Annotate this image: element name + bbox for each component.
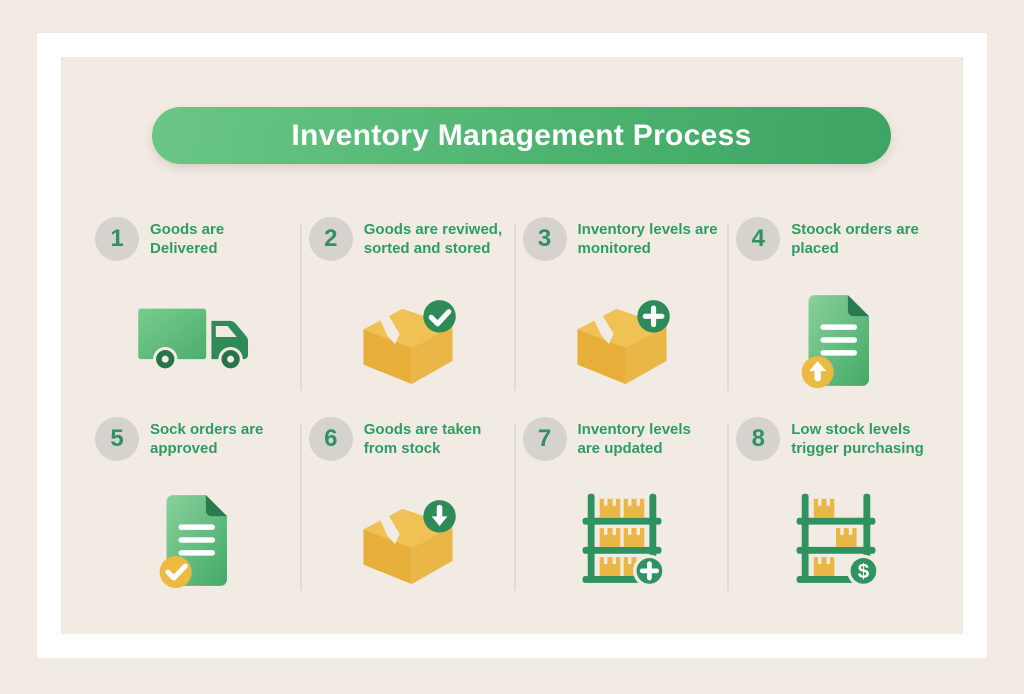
step-5-number: 5: [110, 425, 124, 452]
step-2-label: Goods are reviwed, sorted and stored: [364, 220, 502, 259]
step-3-label-line1: Inventory levels are: [577, 220, 718, 238]
step-5-number-badge: 5: [95, 417, 139, 461]
step-7-label-line2: are updated: [577, 440, 663, 457]
step-7: 7 Inventory levels are updated: [513, 417, 728, 601]
step-3-number: 3: [537, 225, 552, 252]
step-3-label-line2: monitored: [577, 240, 651, 257]
step-1-label-line2: Delivered: [150, 240, 218, 257]
step-3-label: Inventory levels are monitored: [578, 220, 718, 259]
step-3-header: 3 Inventory levels are monitored: [522, 217, 722, 261]
step-2-header: 2 Goods are reviwed, sorted and stored: [308, 217, 508, 261]
title-banner: Inventory Management Process: [152, 107, 891, 164]
step-3-number-badge: 3: [522, 217, 567, 261]
document-upload-icon: [736, 279, 935, 401]
step-6: 6 Goods are taken from stock: [299, 417, 514, 601]
box-plus-icon: [523, 279, 722, 401]
step-2-number-badge: 2: [308, 217, 353, 261]
step-6-label-line2: from stock: [363, 440, 441, 457]
step-8-label: Low stock levels trigger purchasing: [791, 420, 924, 459]
step-6-number: 6: [324, 425, 338, 452]
step-5-label-line2: approved: [150, 440, 218, 457]
step-1-number-badge: 1: [95, 217, 139, 261]
step-1-label-line1: Goods are: [150, 220, 225, 238]
white-frame: Inventory Management Process 1 Goods are…: [37, 33, 987, 658]
page-title: Inventory Management Process: [291, 118, 752, 152]
delivery-truck-icon: [95, 279, 294, 401]
step-5: 5 Sock orders are approved: [86, 417, 300, 601]
step-8-header: 8 Low stock levels trigger purchasing: [736, 417, 935, 461]
step-1-number: 1: [110, 225, 124, 252]
rack-add-icon: [523, 479, 722, 601]
box-check-icon: [309, 279, 508, 401]
step-4: 4 Stoock orders are placed: [727, 217, 941, 401]
step-1-label: Goods are Delivered: [150, 220, 224, 259]
step-5-label-line1: Sock orders are: [150, 420, 264, 438]
step-8-label-line2: trigger purchasing: [791, 440, 924, 457]
step-6-label-line1: Goods are taken: [363, 420, 482, 438]
dollar-glyph: $: [857, 560, 869, 583]
infographic-canvas: Inventory Management Process 1 Goods are…: [61, 57, 963, 634]
step-4-label-line2: placed: [791, 240, 839, 257]
step-8-label-line1: Low stock levels: [791, 420, 911, 438]
process-steps-grid: 1 Goods are Delivered: [86, 217, 941, 601]
step-4-header: 4 Stoock orders are placed: [736, 217, 935, 261]
step-7-header: 7 Inventory levels are updated: [522, 417, 722, 461]
step-7-number-badge: 7: [522, 417, 567, 461]
step-2-number: 2: [324, 225, 338, 252]
document-approved-icon: [95, 479, 294, 601]
step-8-number: 8: [751, 425, 765, 452]
step-4-label: Stoock orders are placed: [791, 220, 919, 259]
step-1: 1 Goods are Delivered: [86, 217, 300, 401]
step-4-number-badge: 4: [736, 217, 781, 261]
step-4-label-line1: Stoock orders are: [791, 220, 919, 238]
step-6-label: Goods are taken from stock: [364, 420, 482, 459]
step-1-header: 1 Goods are Delivered: [95, 217, 294, 261]
step-2-label-line2: sorted and stored: [363, 240, 491, 257]
step-6-header: 6 Goods are taken from stock: [308, 417, 508, 461]
step-2-label-line1: Goods are reviwed,: [363, 220, 503, 238]
box-withdraw-icon: [309, 479, 508, 601]
step-5-header: 5 Sock orders are approved: [95, 417, 294, 461]
step-5-label: Sock orders are approved: [150, 420, 263, 459]
rack-dollar-icon: $: [736, 479, 935, 601]
step-3: 3 Inventory levels are monitored: [513, 217, 728, 401]
step-7-number: 7: [537, 425, 552, 452]
step-6-number-badge: 6: [308, 417, 353, 461]
step-4-number: 4: [751, 225, 765, 252]
step-7-label-line1: Inventory levels: [577, 420, 691, 438]
step-8: 8 Low stock levels trigger purchasing: [727, 417, 941, 601]
step-2: 2 Goods are reviwed, sorted and stored: [299, 217, 514, 401]
step-7-label: Inventory levels are updated: [578, 420, 691, 459]
step-8-number-badge: 8: [736, 417, 781, 461]
